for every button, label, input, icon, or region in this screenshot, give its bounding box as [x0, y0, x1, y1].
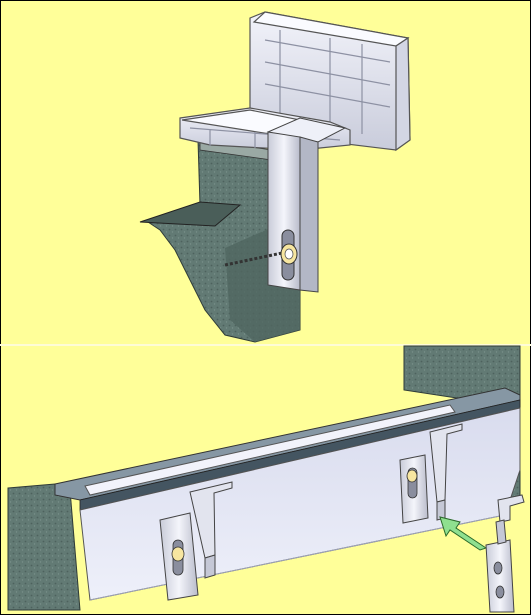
insertion-arrow	[439, 516, 488, 551]
bracket-strap-left	[159, 512, 199, 601]
support-arm-right	[429, 423, 463, 521]
sill-rail	[84, 404, 456, 496]
window-sill-bracket-assembly	[7, 345, 525, 613]
anchor-bracket	[266, 117, 347, 293]
panel-divider	[0, 344, 531, 346]
bracket-strap-right	[399, 454, 429, 524]
window-frame-profile	[179, 11, 411, 152]
anchor-screw	[224, 243, 298, 267]
left-wall-block	[7, 483, 81, 611]
loose-bracket-part	[485, 494, 525, 613]
sill-drip-edge	[139, 201, 242, 227]
support-arm-left	[189, 481, 233, 579]
window-profile-bracket-detail	[139, 11, 411, 343]
